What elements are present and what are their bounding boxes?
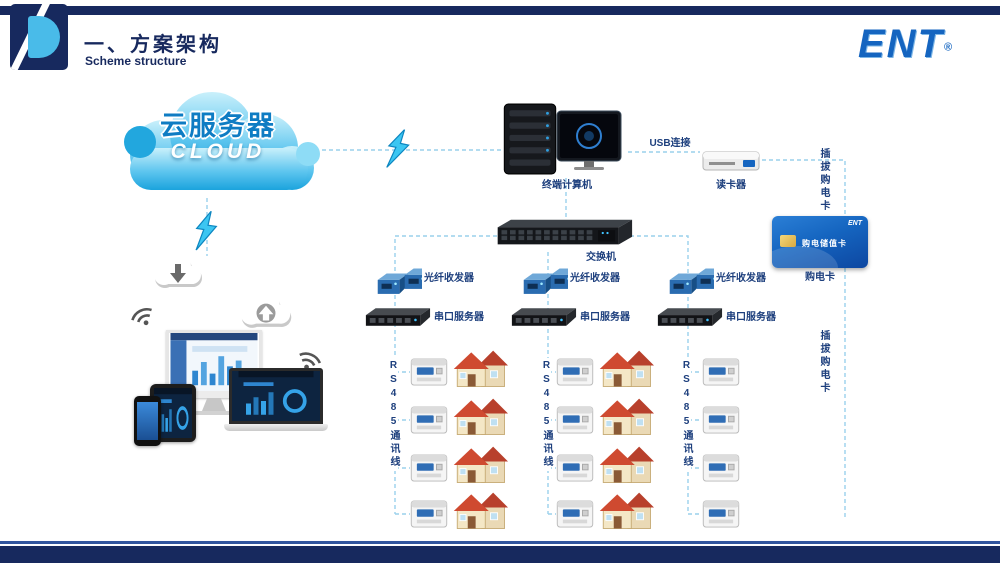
rs485-bus-label: RS485通讯线 (681, 358, 692, 471)
purchase-card: ENT 购电储值卡 (772, 216, 868, 268)
terminal-monitor-icon (556, 110, 622, 172)
fiber-transceiver-icon (656, 266, 714, 294)
house-icon (598, 394, 654, 440)
laptop-screen (229, 368, 323, 424)
page-subtitle: Scheme structure (85, 54, 187, 68)
card-chip-icon (780, 235, 796, 247)
switch-icon (492, 216, 634, 250)
cloud-title: 云服务器 (160, 111, 276, 141)
transceiver-label: 光纤收发器 (570, 273, 620, 284)
meter-icon (410, 500, 448, 528)
transceiver-label: 光纤收发器 (716, 273, 766, 284)
cloud-icon (124, 92, 320, 190)
smartphone (134, 396, 161, 446)
house-icon (452, 488, 508, 534)
upload-cloud-icon (240, 291, 292, 328)
registered-mark: ® (944, 41, 953, 54)
transceiver-label: 光纤收发器 (424, 273, 474, 284)
card-title: 购电储值卡 (802, 239, 847, 248)
serial-server-label: 串口服务器 (434, 312, 484, 323)
plug-card-label-bottom: 插拔购电卡 (818, 330, 829, 395)
fiber-transceiver-icon (510, 266, 568, 294)
rs485-bus-label: RS485通讯线 (388, 358, 399, 471)
footer-accent-line (0, 541, 1000, 544)
download-cloud-icon (154, 253, 202, 288)
usb-label: USB连接 (649, 138, 691, 149)
house-icon (598, 442, 654, 488)
dashboard-chart-dark (232, 371, 320, 421)
serial-server-icon (654, 306, 724, 330)
house-icon (598, 488, 654, 534)
serial-server-label: 串口服务器 (580, 312, 630, 323)
house-icon (452, 442, 508, 488)
serial-server-label: 串口服务器 (726, 312, 776, 323)
card-wave (772, 246, 838, 268)
meter-icon (410, 406, 448, 434)
meter-icon (556, 406, 594, 434)
purchase-card-label: 购电卡 (805, 272, 835, 283)
meter-icon (410, 358, 448, 386)
house-icon (598, 346, 654, 392)
serial-server-icon (508, 306, 578, 330)
house-icon (452, 346, 508, 392)
card-reader-icon (700, 146, 762, 174)
monitor-base (187, 411, 241, 415)
footer-bar (0, 546, 1000, 563)
fiber-transceiver-icon (364, 266, 422, 294)
card-brand: ENT (848, 220, 862, 227)
laptop (224, 368, 328, 431)
laptop-base (224, 424, 328, 431)
meter-icon (702, 358, 740, 386)
meter-icon (702, 500, 740, 528)
meter-icon (702, 406, 740, 434)
server-tower-icon (502, 102, 558, 176)
card-reader-label: 读卡器 (716, 180, 746, 191)
serial-server-icon (362, 306, 432, 330)
ent-logo-text: ENT (858, 22, 944, 66)
monitor-stand (202, 398, 226, 411)
meter-icon (556, 500, 594, 528)
corner-logo-icon (10, 4, 68, 70)
header-bar (0, 6, 1000, 15)
page-title: 一、方案架构 (84, 34, 222, 56)
meter-icon (410, 454, 448, 482)
house-icon (452, 394, 508, 440)
phone-screen (137, 402, 158, 440)
meter-icon (556, 358, 594, 386)
cloud-server: 云服务器 CLOUD (112, 82, 324, 202)
meter-icon (702, 454, 740, 482)
meter-icon (556, 454, 594, 482)
ent-logo: ENT® (858, 22, 994, 72)
switch-label: 交换机 (586, 252, 616, 263)
rs485-bus-label: RS485通讯线 (541, 358, 552, 471)
plug-card-label-top: 插拔购电卡 (818, 148, 829, 213)
terminal-label: 终端计算机 (542, 180, 592, 191)
cloud-subtitle: CLOUD (170, 140, 266, 163)
